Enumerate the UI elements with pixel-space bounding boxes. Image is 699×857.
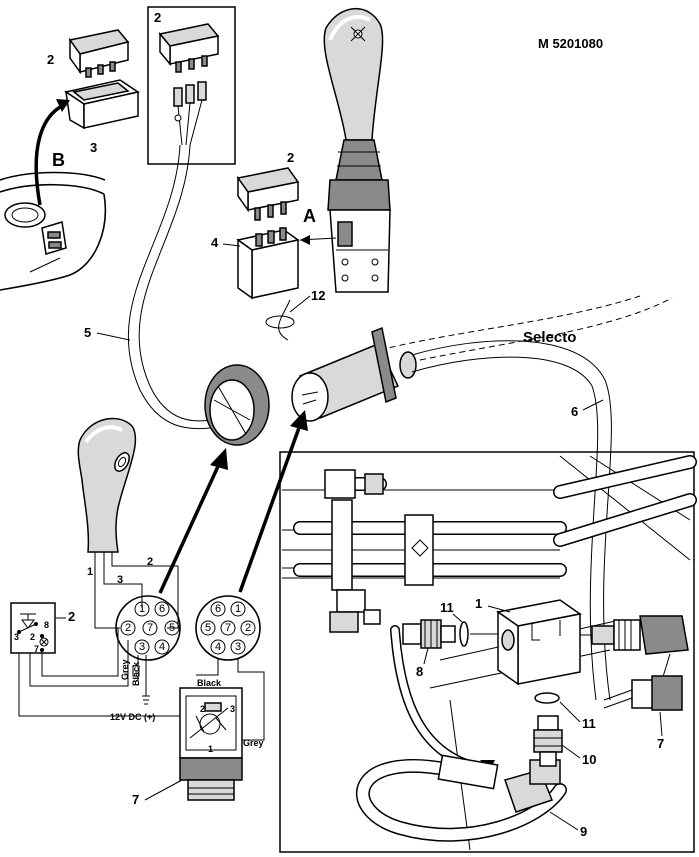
wire-plug-black: [196, 658, 219, 676]
plug-pin-2: 2: [245, 622, 251, 634]
socket-connector: [204, 364, 270, 446]
solenoid-coil: [580, 615, 689, 655]
callout-2-a: 2: [47, 52, 54, 67]
plug-pin-7: 7: [225, 622, 231, 634]
wire-label-black-2: Black: [197, 678, 222, 688]
valve-connector-7-right: [603, 653, 683, 711]
plug-pin-6: 6: [215, 603, 221, 615]
wire-1: [94, 552, 120, 629]
switch-schematic: 3 2 8 7: [10, 602, 56, 654]
switch-terminal-7: 7: [34, 644, 39, 654]
callout-5: 5: [84, 325, 91, 340]
arrow-b: [34, 102, 67, 206]
hydraulic-pipes: [293, 455, 697, 577]
plug-pin-4: 4: [215, 641, 221, 653]
wire-label-grey-1: Grey: [120, 659, 130, 680]
switch-2-module: [236, 167, 300, 221]
seal-11-b: [534, 692, 560, 704]
socket-pin-7: 7: [147, 622, 153, 634]
fitting-10: [533, 715, 563, 767]
callout-11-b: 11: [582, 716, 596, 731]
seal-11-a: [459, 621, 469, 647]
supply-label: 12V DC (+): [110, 712, 155, 722]
valve-pin-1: 1: [208, 744, 213, 754]
pipe-fittings: [324, 469, 434, 633]
joystick-knob: [77, 417, 137, 553]
arrow-to-plug: [238, 424, 302, 593]
switch-terminal-8: 8: [44, 620, 49, 630]
callout-2-d: 2: [68, 609, 75, 624]
selecto-outline-1: [379, 295, 641, 351]
fitting-8: [402, 619, 456, 649]
callout-6: 6: [571, 404, 578, 419]
wire-label-grey-2: Grey: [243, 738, 264, 748]
callout-1: 1: [475, 596, 482, 611]
steering-wheel: [0, 171, 107, 291]
wire-plug-grey: [237, 658, 265, 741]
socket-pin-3: 3: [139, 641, 145, 653]
callout-8: 8: [416, 664, 423, 679]
plug-connector: [291, 326, 417, 422]
view-b-label: B: [52, 150, 65, 170]
switch-terminal-2: 2: [30, 632, 35, 642]
switch-2-detail: [158, 23, 220, 146]
plug-pin-3: 3: [235, 641, 241, 653]
document-reference: M 5201080: [538, 36, 603, 51]
wire-number-2: 2: [147, 556, 153, 568]
plug-pin-1: 1: [235, 603, 241, 615]
socket-pin-1: 1: [139, 603, 145, 615]
gear-lever: [323, 7, 391, 293]
hose-6: [411, 340, 612, 701]
wire-switch-2: [29, 640, 129, 687]
fuse: [132, 665, 140, 677]
callout-7-b: 7: [657, 736, 664, 751]
detail-frame-valve: [279, 451, 695, 853]
wire-number-3: 3: [117, 574, 123, 586]
callout-7-a: 7: [132, 792, 139, 807]
callout-2-c: 2: [287, 150, 294, 165]
selecto-outline-2: [419, 297, 673, 361]
callout-9: 9: [580, 824, 587, 839]
valve-connector-7: 2 3 1: [179, 687, 243, 801]
callout-3: 3: [90, 140, 97, 155]
view-a-label: A: [303, 206, 316, 226]
socket-pin-2: 2: [125, 622, 131, 634]
plug-pin-5: 5: [205, 622, 211, 634]
wire-2: [111, 552, 179, 629]
valve-pin-3: 3: [230, 704, 235, 714]
arrow-to-socket: [158, 461, 222, 594]
arrow-b-head: [56, 99, 70, 112]
switch-2-top-left: [68, 29, 130, 78]
socket-pin-4: 4: [159, 641, 165, 653]
socket-pinout: 1 6 2 7 5 3 4: [115, 595, 181, 661]
callout-11-a: 11: [440, 600, 454, 615]
module-4: [236, 227, 300, 341]
valve-pin-2: 2: [200, 704, 205, 714]
callout-4: 4: [211, 235, 219, 250]
socket-pin-5: 5: [169, 622, 175, 634]
wire-switch-7: [41, 628, 119, 677]
ground-symbol: [142, 695, 150, 705]
wire-switch-3: [18, 653, 201, 717]
switch-terminal-3: 3: [14, 632, 19, 642]
callout-12: 12: [311, 288, 325, 303]
wire-label-black-1: Black: [131, 661, 141, 686]
socket-pin-6: 6: [159, 603, 165, 615]
switch-housing-3: [64, 79, 140, 130]
callout-10: 10: [582, 752, 596, 767]
detail-frame-switch: [147, 6, 236, 165]
plug-pinout: 6 1 5 7 2 4 3: [195, 595, 261, 661]
callout-2-b: 2: [154, 10, 161, 25]
cable-5: [127, 144, 211, 430]
selecto-label: Selecto: [523, 329, 576, 346]
wire-number-1: 1: [87, 566, 93, 578]
valve-block-1: [496, 599, 582, 686]
